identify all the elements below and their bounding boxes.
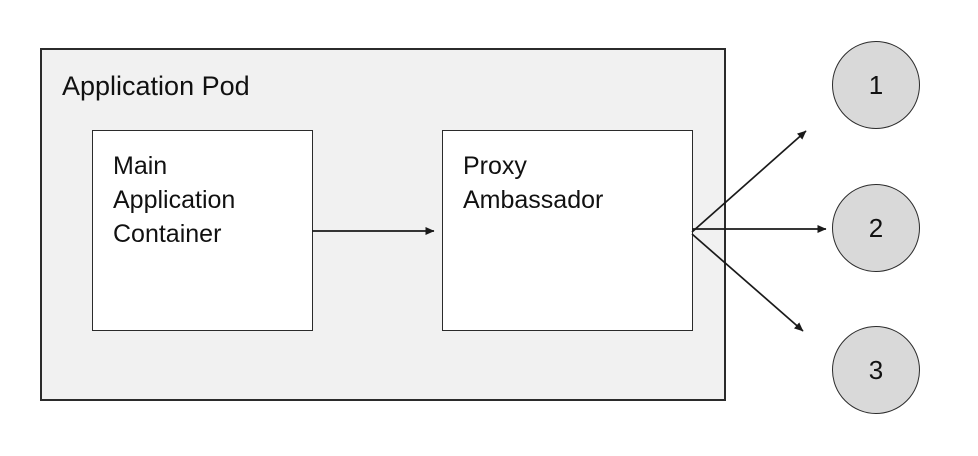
endpoint-node-3: 3 (832, 326, 920, 414)
main-application-container-box: Main Application Container (92, 130, 313, 331)
endpoint-node-3-label: 3 (868, 354, 884, 385)
proxy-ambassador-label: Proxy Ambassador (463, 152, 604, 214)
endpoint-node-2-label: 2 (868, 212, 884, 243)
application-pod-label: Application Pod (62, 71, 250, 101)
proxy-ambassador-box: Proxy Ambassador (442, 130, 693, 331)
endpoint-node-1-label: 1 (868, 69, 884, 100)
endpoint-node-2: 2 (832, 184, 920, 272)
application-pod-box: Application Pod Main Application Contain… (40, 48, 726, 401)
main-application-container-label: Main Application Container (113, 152, 236, 248)
endpoint-node-1: 1 (832, 41, 920, 129)
